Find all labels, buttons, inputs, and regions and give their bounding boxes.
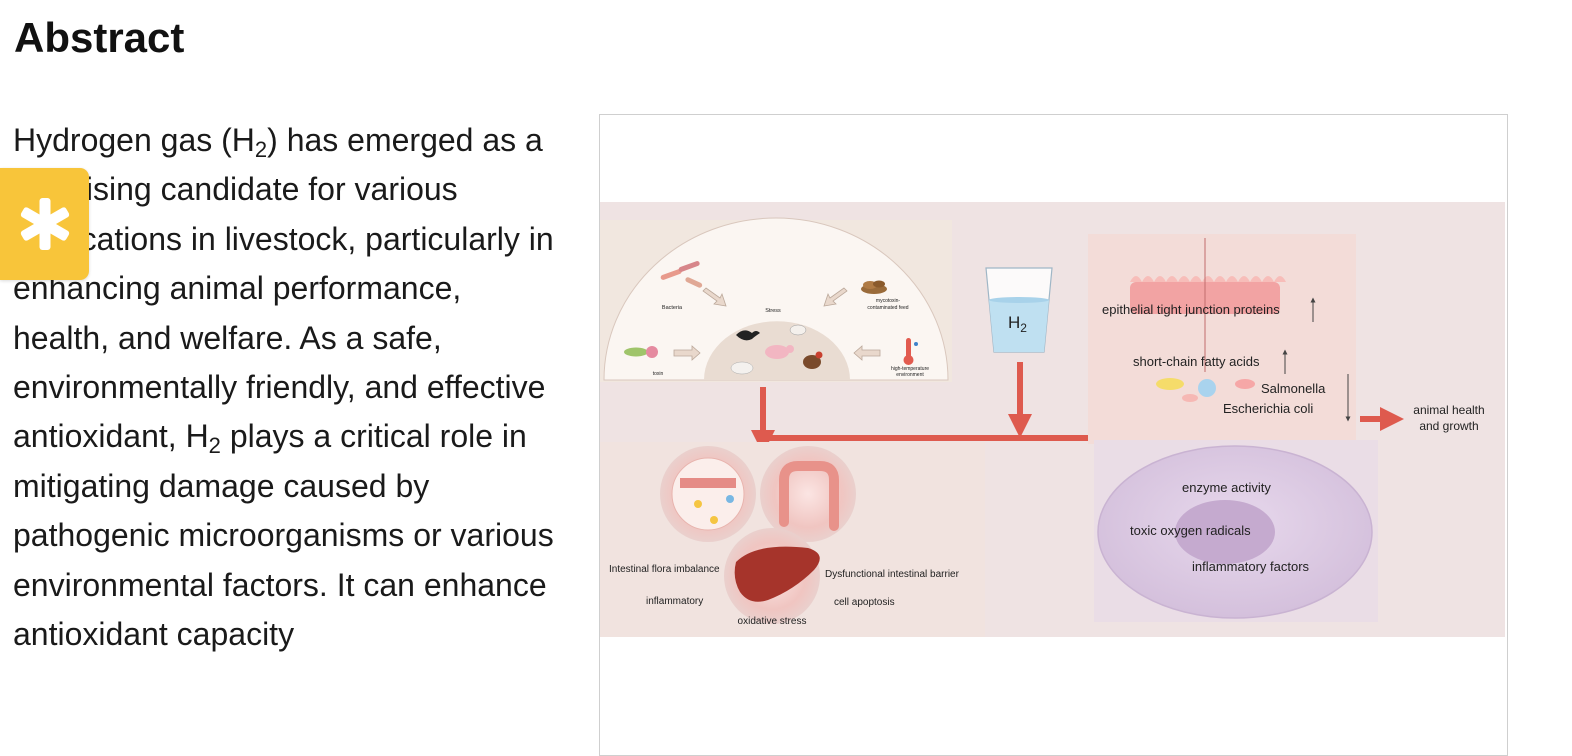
label-feed-line1: mycotoxin- [876,298,901,304]
intestine-panel: epithelial tight junction proteins short… [1088,234,1356,444]
label-outcome-line2: and growth [1419,419,1478,433]
graphical-abstract-frame: Bacteria Stress mycotoxin- contaminated … [599,114,1508,756]
hydrogen-water-glass: H2 [985,267,1053,353]
floating-asterisk-button[interactable] [0,168,89,280]
abstract-part-3: plays a critical role in mitigating dama… [13,418,554,653]
h2-label: H2 [1008,313,1027,335]
label-tight-junction: epithelial tight junction proteins [1102,302,1280,317]
label-heat-line2: environment [896,372,924,378]
label-damage-inflammatory: inflammatory [646,596,703,607]
thermometer-icon [903,338,918,365]
label-salmonella: Salmonella [1261,381,1326,396]
abstract-paragraph: Hydrogen gas (H2) has emerged as a promi… [13,116,563,659]
flow-arrows [751,362,1404,454]
intestinal-flora-icon [680,478,736,524]
bacteria-icon [660,261,703,288]
label-cell-inflammatory: inflammatory factors [1192,559,1310,574]
label-outcome-line1: animal health [1413,403,1484,417]
abstract-part-1: Hydrogen gas (H [13,122,255,158]
label-barrier: Dysfunctional intestinal barrier [825,569,960,580]
graphical-abstract-figure: Bacteria Stress mycotoxin- contaminated … [600,202,1505,637]
label-radicals: toxic oxygen radicals [1130,523,1251,538]
livestock-animals-icon [730,324,823,375]
label-heat-line1: high-temperature [891,366,929,372]
bacteria-cluster-icon [1156,378,1255,402]
feed-icon [861,280,887,294]
label-apoptosis: cell apoptosis [834,597,895,608]
label-oxidative: oxidative stress [738,616,807,627]
abstract-heading: Abstract [14,14,185,61]
subscript-2: 2 [254,137,268,162]
label-ecoli: Escherichia coli [1223,401,1313,416]
label-toxin: toxin [653,371,664,377]
label-enzyme: enzyme activity [1182,480,1271,495]
damage-panel: Intestinal flora imbalance inflammatory … [600,442,985,637]
cell-panel: enzyme activity toxic oxygen radicals in… [1094,440,1378,622]
subscript-2: 2 [208,433,221,459]
label-stress: Stress [765,308,781,314]
label-flora: Intestinal flora imbalance [609,564,720,575]
liver-icon [734,546,820,602]
label-bacteria: Bacteria [662,305,683,311]
asterisk-icon [20,198,69,250]
stressors-panel: Bacteria Stress mycotoxin- contaminated … [600,217,952,382]
label-feed-line2: contaminated feed [867,305,908,311]
abstract-part-2: ) has emerged as a promising candidate f… [13,122,554,455]
abstract-text: Hydrogen gas (H2) has emerged as a promi… [13,116,563,659]
colon-icon [779,461,839,531]
label-scfa: short-chain fatty acids [1133,354,1260,369]
toxin-icon [624,346,658,358]
